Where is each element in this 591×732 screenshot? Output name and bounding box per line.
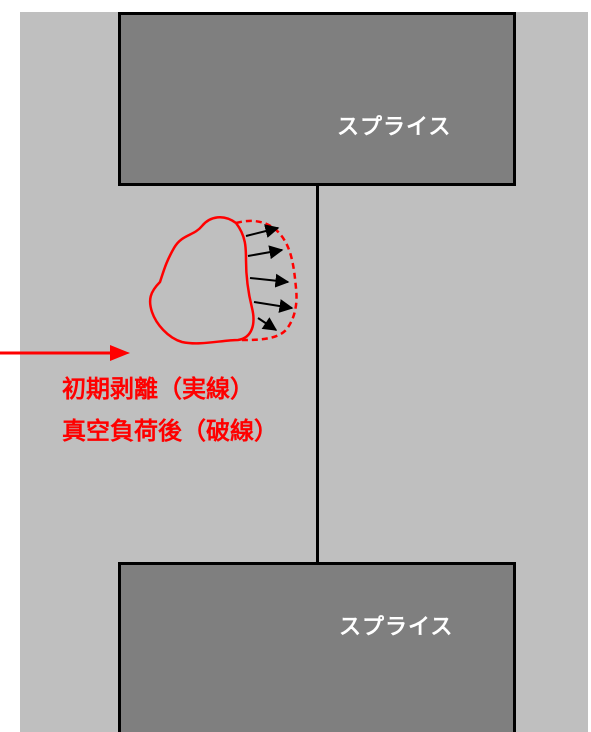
arrow-icon: [247, 245, 284, 260]
annotation-after-vacuum-load: 真空負荷後（破線）: [62, 417, 278, 445]
arrow-icon: [245, 224, 280, 238]
splice-bottom: スプライス: [118, 562, 516, 732]
arrow-icon: [253, 299, 294, 313]
splice-top: スプライス: [118, 12, 516, 186]
splice-top-label: スプライス: [337, 115, 452, 140]
annotation-initial-delamination: 初期剥離（実線）: [62, 375, 254, 403]
connector-line: [316, 186, 319, 562]
splice-bottom-label: スプライス: [339, 615, 454, 640]
initial-delamination-outline: [148, 216, 255, 345]
arrow-icon: [257, 317, 278, 331]
arrow-right-icon-head: [110, 345, 130, 361]
arrow-icon: [249, 273, 290, 288]
